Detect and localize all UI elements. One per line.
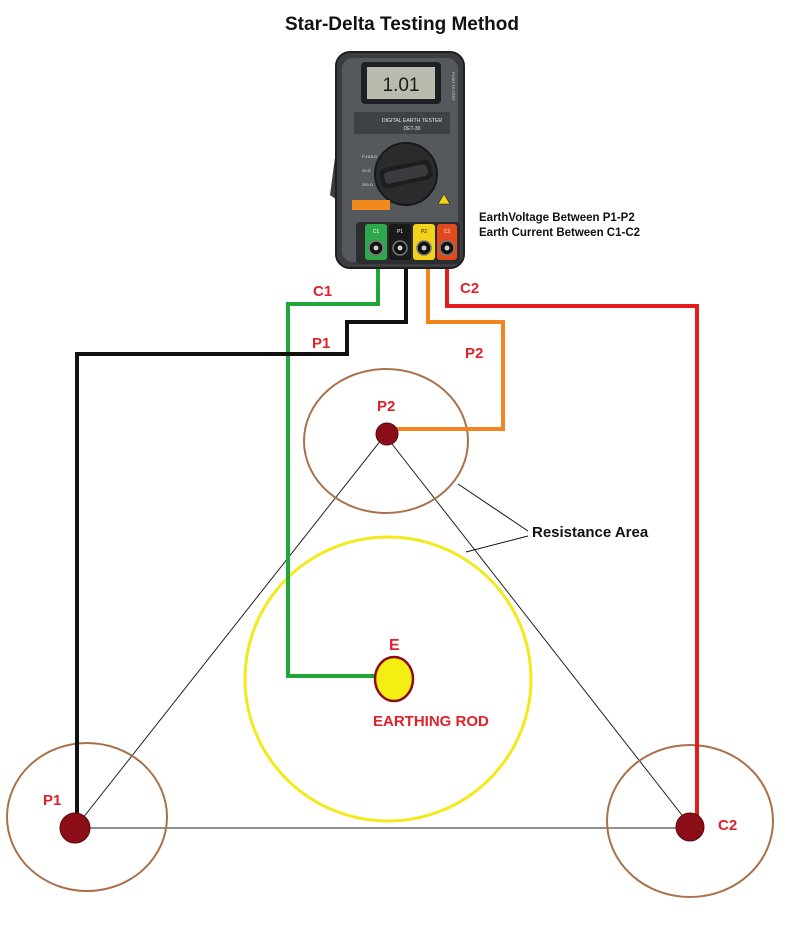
electrode-label-p1: P1 (43, 792, 61, 809)
meter-model: DET-30 (404, 126, 421, 132)
p1-wire (75, 258, 408, 818)
svg-text:20 Ω: 20 Ω (362, 168, 371, 173)
resistance-area-label: Resistance Area (532, 524, 649, 541)
p1-resistance-circle (6, 742, 168, 892)
earth-tester-meter: 1.01 PUSH TO TEST DIGITAL EARTH TESTER D… (330, 51, 465, 269)
electrode-label-p2: P2 (377, 398, 395, 415)
meter-terminal-p2: P2 (421, 229, 427, 235)
earthing-rod (373, 655, 415, 703)
wire-label-p2: P2 (465, 345, 483, 362)
meter-terminal-c1: C1 (373, 229, 380, 235)
svg-text:P-HOLD: P-HOLD (362, 154, 377, 159)
earth-rod-circle (243, 535, 533, 823)
meter-side-text: PUSH TO TEST (451, 72, 456, 101)
c2-wire (445, 258, 699, 820)
voltage-note: EarthVoltage Between P1-P2 (479, 212, 635, 224)
earthing-rod-label: EARTHING ROD (373, 713, 489, 730)
meter-reading: 1.01 (383, 75, 420, 96)
meter-terminal-c2: C2 (444, 229, 451, 235)
meter-brand: DIGITAL EARTH TESTER (382, 118, 443, 124)
resistance-pointer-lower (465, 535, 529, 553)
electrode-label-c2: C2 (718, 817, 737, 834)
c1-wire (286, 258, 380, 678)
c2-electrode (675, 812, 705, 842)
wire-label-c1: C1 (313, 283, 332, 300)
p2-resistance-circle (303, 368, 469, 514)
diagram-title: Star-Delta Testing Method (285, 14, 519, 35)
wire-label-c2: C2 (460, 280, 479, 297)
current-note: Earth Current Between C1-C2 (479, 227, 640, 239)
p1-electrode (59, 812, 91, 844)
p2-electrode (375, 422, 399, 446)
meter-terminal-p1: P1 (397, 229, 403, 235)
p2-wire (392, 258, 505, 431)
meter-lcd (367, 67, 435, 99)
c2-resistance-circle (606, 744, 774, 898)
delta-triangle (73, 434, 694, 829)
wire-label-p1: P1 (312, 335, 330, 352)
resistance-pointer-upper (457, 483, 529, 532)
svg-text:200 Ω: 200 Ω (362, 182, 373, 187)
electrode-label-e: E (389, 637, 400, 654)
